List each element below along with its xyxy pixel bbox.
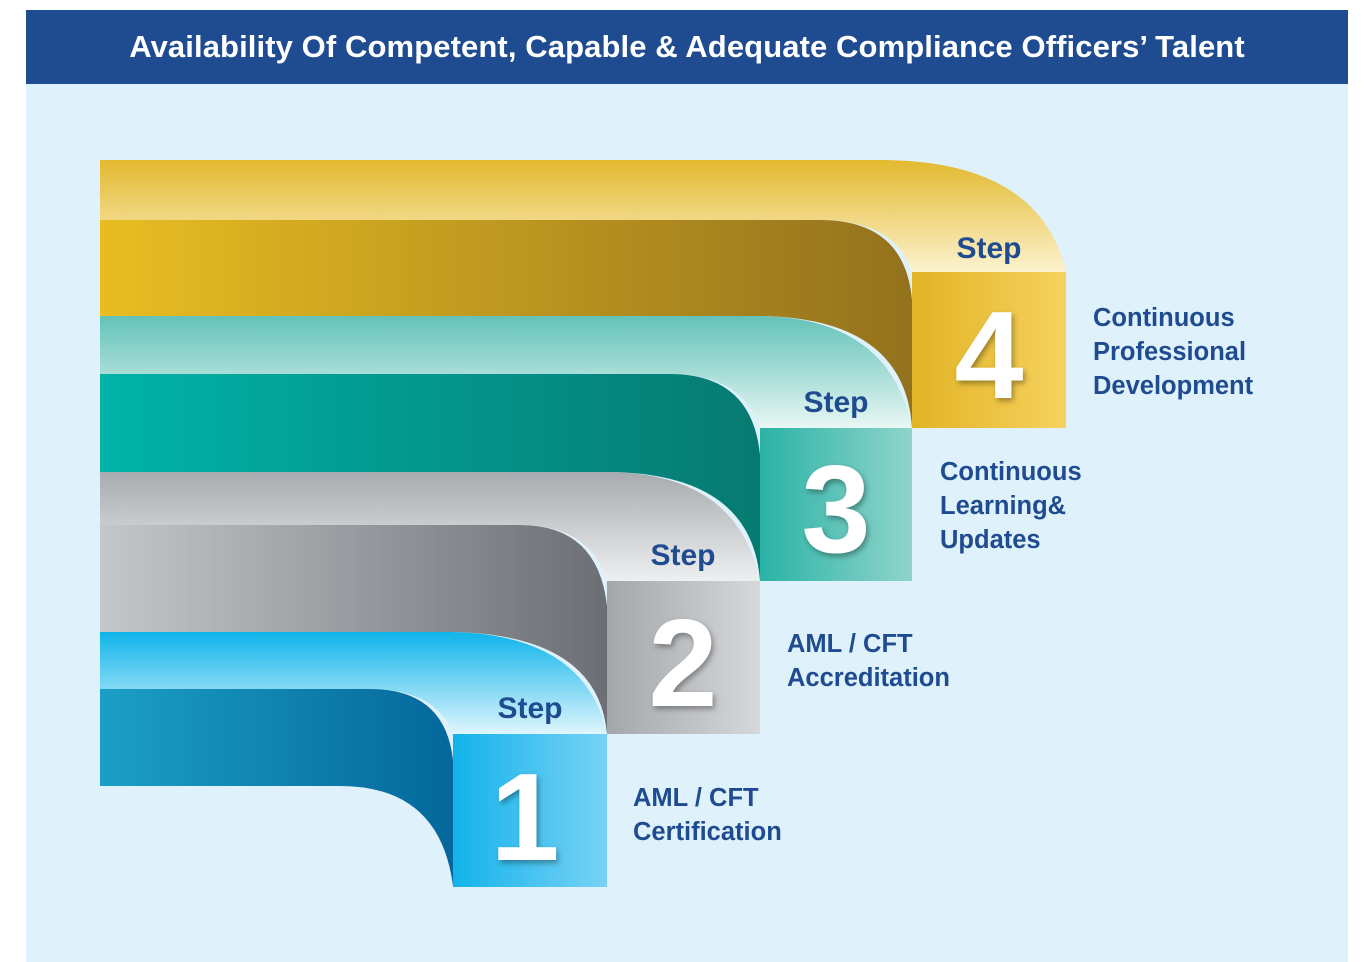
step-2-number-box — [607, 581, 760, 734]
step-2-description: AML / CFT Accreditation — [787, 627, 950, 695]
step-4-desc-line-2: Professional — [1093, 338, 1247, 366]
step-3-ribbon-front — [100, 374, 760, 581]
step-3-description: Continuous Learning& Updates — [940, 455, 1082, 557]
step-3-desc-line-3: Updates — [940, 526, 1041, 554]
step-2-ribbon — [100, 472, 760, 734]
step-4-desc-line-1: Continuous — [1093, 304, 1235, 332]
step-3-desc-line-2: Learning& — [940, 492, 1067, 520]
step-4-number: 4 — [955, 287, 1024, 425]
step-1-description: AML / CFT Certification — [633, 781, 782, 849]
step-4-desc-line-3: Development — [1093, 372, 1254, 400]
step-1-number-box — [453, 734, 607, 887]
step-1-ribbon-top — [100, 632, 607, 734]
step-1-desc-line-2: Certification — [633, 818, 782, 846]
step-3-ribbon — [100, 316, 912, 581]
step-2-ribbon-top — [100, 472, 760, 581]
step-1-label: Step — [497, 692, 562, 725]
step-1-ribbon — [100, 632, 607, 887]
step-2-label: Step — [650, 539, 715, 572]
title-banner: Availability Of Competent, Capable & Ade… — [26, 10, 1348, 84]
step-3-label: Step — [803, 386, 868, 419]
step-2-ribbon-front — [100, 525, 607, 734]
step-3-ribbon-top — [100, 316, 912, 428]
step-3-number-box — [760, 428, 912, 581]
step-1-number: 1 — [491, 749, 560, 887]
step-2-number: 2 — [649, 595, 718, 733]
step-4-description: Continuous Professional Development — [1093, 301, 1253, 403]
page-title: Availability Of Competent, Capable & Ade… — [129, 29, 1245, 64]
step-3-desc-line-1: Continuous — [940, 458, 1082, 486]
step-3-number: 3 — [802, 441, 871, 579]
step-4-number-box — [912, 272, 1066, 428]
step-4-ribbon-front — [100, 220, 912, 428]
step-4-ribbon-top — [100, 160, 1066, 272]
step-2-desc-line-2: Accreditation — [787, 664, 950, 692]
step-1-desc-line-1: AML / CFT — [633, 784, 759, 812]
step-2-desc-line-1: AML / CFT — [787, 630, 913, 658]
step-4-ribbon — [100, 160, 1066, 428]
step-4-label: Step — [956, 232, 1021, 265]
step-1-ribbon-front — [100, 689, 453, 886]
